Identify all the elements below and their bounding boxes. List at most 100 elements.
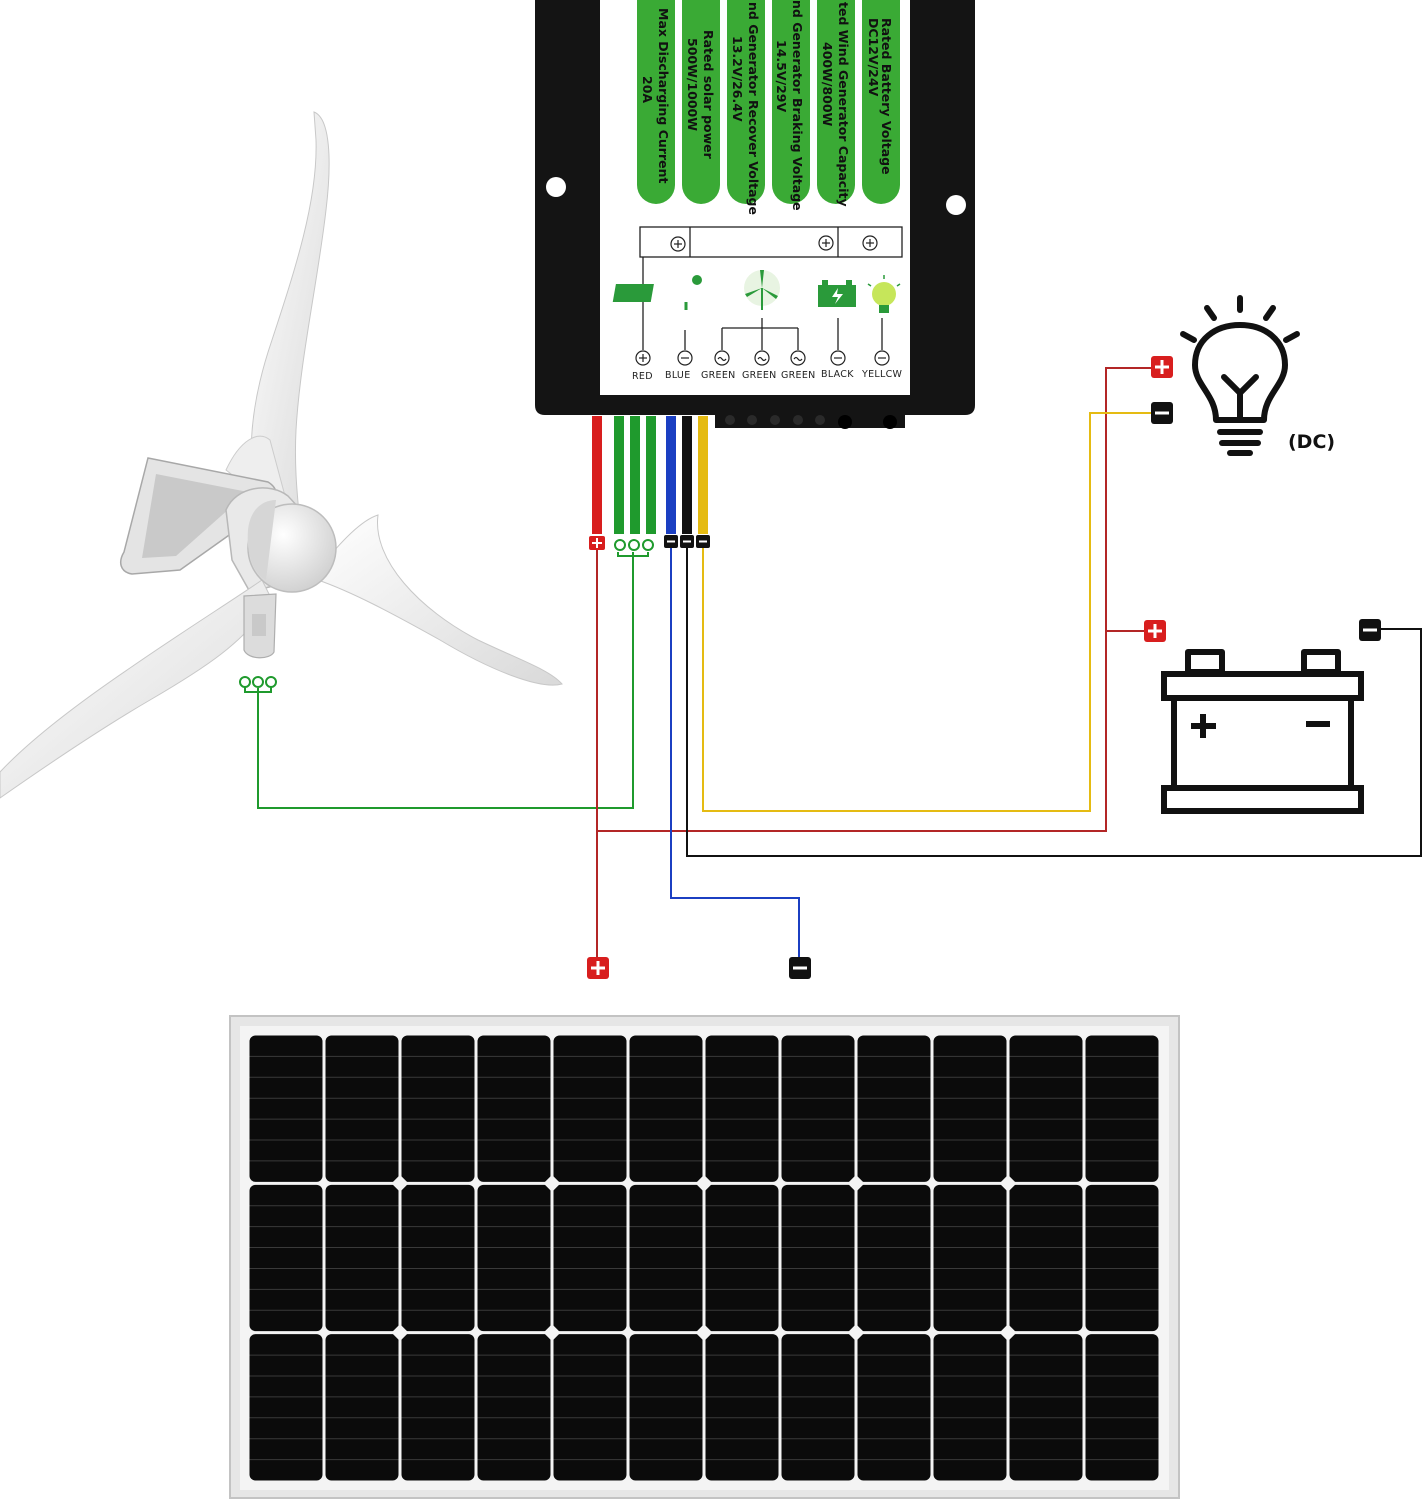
- battery-icon: [1161, 649, 1364, 814]
- spec-pills: Rated Battery Voltage DC12V/24V ted Wind…: [637, 0, 900, 215]
- terminal-label-black: BLACK: [821, 369, 854, 380]
- solar-cell: [781, 1334, 855, 1481]
- cell-joint: [847, 1324, 865, 1342]
- solar-panel-mini-icon: [612, 275, 702, 310]
- solar-cell: [325, 1035, 399, 1182]
- solar-cell: [1085, 1184, 1159, 1332]
- turbine-blade: [250, 111, 330, 526]
- cell-joint: [695, 1324, 713, 1342]
- wind-turbine: [0, 111, 563, 799]
- spec-value: DC12V/24V: [866, 18, 881, 97]
- wind-turbine-mini-icon: [744, 270, 780, 310]
- solar-cell: [1085, 1334, 1159, 1481]
- cell-joint: [543, 1324, 561, 1342]
- solar-cell: [933, 1184, 1007, 1332]
- solar-cell: [781, 1184, 855, 1332]
- spec-title: nd Generator Braking Voltage: [790, 0, 805, 211]
- solar-cell: [401, 1184, 475, 1332]
- light-bulb-icon: [1180, 295, 1300, 456]
- charge-controller: Rated Battery Voltage DC12V/24V ted Wind…: [535, 0, 975, 429]
- solar-cell: [705, 1035, 779, 1182]
- solar-cell-grid: [249, 1035, 1159, 1481]
- lead-green-2: [630, 416, 640, 534]
- solar-cell: [705, 1334, 779, 1481]
- lead-green-3: [646, 416, 656, 534]
- solar-cell: [249, 1334, 323, 1481]
- load-dc-label: (DC): [1288, 431, 1335, 453]
- minus-marker: [680, 535, 694, 548]
- load-minus-marker: [1151, 402, 1173, 424]
- spec-pill: ted Wind Generator Capacity 400W/800W: [817, 0, 855, 207]
- cell-joint: [847, 1174, 865, 1192]
- solar-cell: [1009, 1184, 1083, 1332]
- bulb-mini-icon: [867, 275, 901, 313]
- controller-leads: [592, 416, 708, 534]
- spec-pill: Max Discharging Current 20A: [637, 0, 675, 204]
- terminal-label-green: GREEN: [781, 370, 816, 381]
- spec-title: ted Wind Generator Capacity: [836, 2, 851, 207]
- solar-cell: [857, 1334, 931, 1481]
- schematic-plus-markers: [670, 235, 878, 252]
- mount-hole-left: [546, 177, 566, 197]
- solar-minus-marker: [789, 957, 811, 979]
- solar-cell: [705, 1184, 779, 1332]
- solar-cell: [249, 1035, 323, 1182]
- solar-panel: [229, 1015, 1180, 1499]
- lead-black: [682, 416, 692, 534]
- solar-cell: [553, 1334, 627, 1481]
- solar-cell: [325, 1184, 399, 1332]
- turbine-blade: [317, 514, 563, 686]
- terminal-label-yellow: YELLCW: [861, 369, 903, 380]
- solar-plus-marker: [587, 957, 609, 979]
- spec-value: 14.5V/29V: [774, 40, 789, 112]
- solar-cell: [933, 1035, 1007, 1182]
- solar-cell: [401, 1334, 475, 1481]
- battery-mini-icon: [818, 280, 856, 307]
- solar-cell: [857, 1035, 931, 1182]
- solar-cell: [477, 1334, 551, 1481]
- wire-black-battery: [686, 548, 1422, 857]
- spec-value: 500W/1000W: [685, 38, 700, 131]
- spec-value: 20A: [640, 76, 655, 103]
- battery-plus-marker: [1144, 620, 1166, 642]
- spec-pill: nd Generator Braking Voltage 14.5V/29V: [772, 0, 810, 211]
- cell-joint: [999, 1324, 1017, 1342]
- solar-cell: [249, 1184, 323, 1332]
- turbine-blade: [0, 579, 273, 799]
- solar-cell: [629, 1184, 703, 1332]
- lead-red: [592, 416, 602, 534]
- solar-cell: [781, 1035, 855, 1182]
- wire-red-battery: [597, 367, 1152, 832]
- solar-cell: [401, 1035, 475, 1182]
- spec-pill: Rated Battery Voltage DC12V/24V: [862, 0, 900, 204]
- wiring: [257, 367, 1422, 960]
- mount-hole-right: [946, 195, 966, 215]
- terminal-label-green: GREEN: [742, 370, 777, 381]
- solar-cell: [857, 1184, 931, 1332]
- spec-pill: Rated solar power 500W/1000W: [682, 0, 720, 204]
- solar-cell: [933, 1334, 1007, 1481]
- turbine-ac-marker: [239, 676, 277, 693]
- solar-cell: [325, 1334, 399, 1481]
- solar-cell: [629, 1035, 703, 1182]
- plus-marker: [589, 536, 605, 550]
- solar-cell: [553, 1035, 627, 1182]
- wire-green-turbine: [257, 552, 634, 809]
- cell-joint: [543, 1174, 561, 1192]
- spec-pill: nd Generator Recover Voltage 13.2V/26.4V: [727, 0, 765, 215]
- cell-joint: [999, 1174, 1017, 1192]
- spec-title: Rated Battery Voltage: [879, 18, 894, 175]
- terminal-symbols: [635, 350, 890, 366]
- controller-schematic: [639, 226, 903, 350]
- terminal-block: [715, 412, 905, 429]
- spec-value: 400W/800W: [820, 42, 835, 127]
- cell-joint: [695, 1174, 713, 1192]
- minus-marker: [664, 535, 678, 548]
- load-plus-marker: [1151, 356, 1173, 378]
- minus-marker: [696, 535, 710, 548]
- solar-cell: [477, 1035, 551, 1182]
- polarity-markers: [239, 356, 1381, 979]
- lead-blue: [666, 416, 676, 534]
- solar-cell: [477, 1184, 551, 1332]
